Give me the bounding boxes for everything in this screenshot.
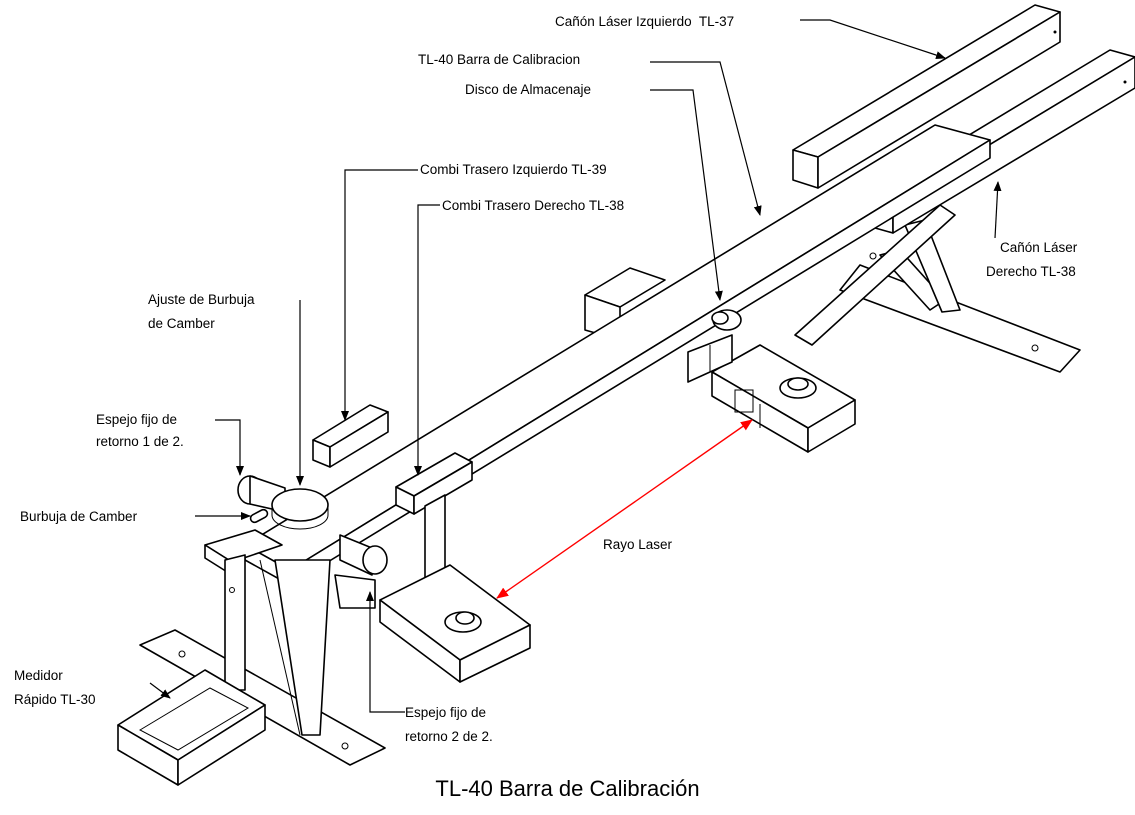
label-left-laser-canon: Cañón Láser Izquierdo TL-37 [555,14,735,29]
label-mirror-1-a: Espejo fijo de [96,412,178,427]
label-bubble-adjust-1: Ajuste de Burbuja [148,292,255,307]
camber-bubble [249,508,269,524]
laser-ray [496,419,753,599]
leader-lines [149,19,1002,713]
label-mirror-1-b: retorno 1 de 2. [96,434,184,449]
label-quick-gauge-2: Rápido TL-30 [14,692,96,707]
under-bar-box [687,334,733,383]
label-quick-gauge-1: Medidor [14,668,63,683]
label-calibration-bar: TL-40 Barra de Calibracion [418,52,581,67]
left-laser-canon [792,4,1061,189]
combi-left-box [312,404,389,468]
left-stand [139,559,386,766]
mirror-2 [334,534,388,609]
label-bubble-adjust-2: de Camber [148,316,215,331]
label-laser-ray: Rayo Laser [603,537,673,552]
label-camber-bubble: Burbuja de Camber [20,509,138,524]
combi-right-front-box [711,344,856,453]
label-combi-right: Combi Trasero Derecho TL-38 [442,198,625,213]
label-combi-left: Combi Trasero Izquierdo TL-39 [420,162,607,177]
label-mirror-2-b: retorno 2 de 2. [405,729,493,744]
calibration-bar [244,124,991,586]
quick-gauge [117,529,283,786]
label-storage-disc: Disco de Almacenaje [465,82,592,97]
storage-disc [711,309,742,331]
diagram-caption: TL-40 Barra de Calibración [435,776,700,801]
label-right-laser-canon-2: Derecho TL-38 [986,264,1076,279]
right-stand [794,204,1081,373]
label-mirror-2-a: Espejo fijo de [405,705,487,720]
camber-bubble-adjust [271,488,329,530]
combi-right-base [379,564,531,683]
label-right-laser-canon-1: Cañón Láser [1000,240,1078,255]
